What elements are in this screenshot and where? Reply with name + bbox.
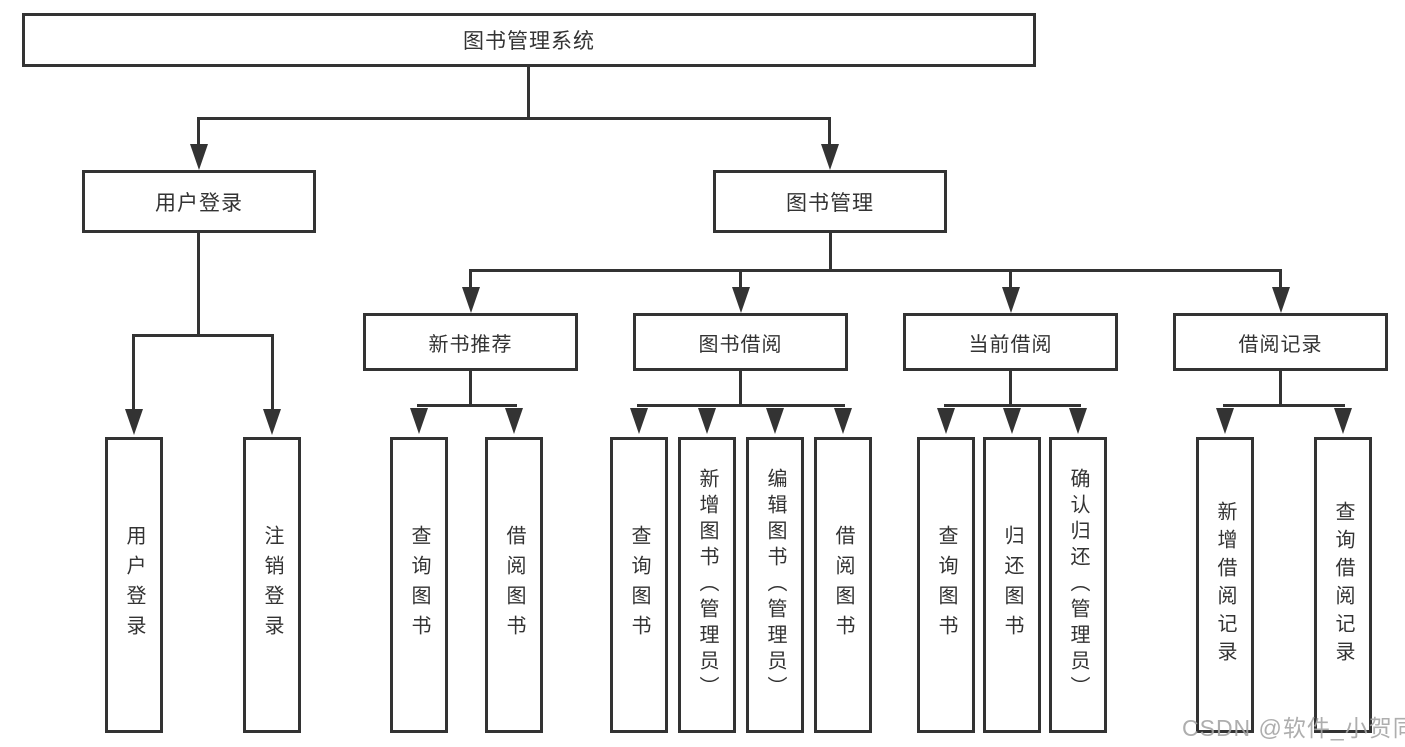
arrow-down-icon — [630, 408, 648, 434]
node-label: 图书管理 — [786, 191, 874, 215]
node-book-borrowing: 图书借阅 — [633, 313, 848, 371]
leaf-label: 确认归还（管理员） — [1067, 468, 1089, 702]
node-user-login: 用户登录 — [82, 170, 316, 233]
node-label: 图书管理系统 — [463, 30, 595, 53]
leaf-label: 查询图书 — [408, 525, 430, 645]
connector-line — [829, 233, 832, 271]
arrow-down-icon — [1334, 408, 1352, 434]
leaf-label: 用户登录 — [123, 525, 145, 645]
leaf-query-books: 查询图书 — [390, 437, 448, 733]
connector-line — [197, 117, 200, 146]
leaf-logout-login: 注销登录 — [243, 437, 301, 733]
leaf-query-books-3: 查询图书 — [917, 437, 975, 733]
node-book-management: 图书管理 — [713, 170, 947, 233]
leaf-label: 注销登录 — [261, 525, 283, 645]
connector-line — [1009, 269, 1012, 288]
leaf-label: 新增借阅记录 — [1214, 501, 1236, 669]
arrow-down-icon — [263, 409, 281, 435]
leaf-label: 编辑图书（管理员） — [764, 468, 786, 702]
connector-line — [739, 269, 742, 288]
node-label: 当前借阅 — [968, 333, 1053, 356]
leaf-label: 查询借阅记录 — [1332, 501, 1354, 669]
arrow-down-icon — [125, 409, 143, 435]
arrow-down-icon — [190, 144, 208, 170]
node-current-borrowing: 当前借阅 — [903, 313, 1118, 371]
leaf-confirm-return-admin: 确认归还（管理员） — [1049, 437, 1107, 733]
connector-line — [132, 334, 274, 337]
arrow-down-icon — [1002, 287, 1020, 313]
leaf-label: 借阅图书 — [832, 525, 854, 645]
leaf-return-books: 归还图书 — [983, 437, 1041, 733]
leaf-label: 归还图书 — [1001, 525, 1023, 645]
leaf-label: 新增图书（管理员） — [696, 468, 718, 702]
arrow-down-icon — [698, 408, 716, 434]
leaf-edit-books-admin: 编辑图书（管理员） — [746, 437, 804, 733]
connector-line — [417, 404, 517, 407]
connector-line — [469, 269, 472, 288]
connector-line — [197, 117, 831, 120]
arrow-down-icon — [732, 287, 750, 313]
arrow-down-icon — [410, 408, 428, 434]
arrow-down-icon — [937, 408, 955, 434]
leaf-query-books-2: 查询图书 — [610, 437, 668, 733]
leaf-label: 借阅图书 — [503, 525, 525, 645]
leaf-borrow-books: 借阅图书 — [485, 437, 543, 733]
connector-line — [1279, 269, 1282, 288]
connector-line — [828, 117, 831, 146]
node-label: 用户登录 — [155, 191, 243, 215]
arrow-down-icon — [1272, 287, 1290, 313]
connector-line — [469, 269, 1282, 272]
arrow-down-icon — [1216, 408, 1234, 434]
arrow-down-icon — [462, 287, 480, 313]
leaf-add-books-admin: 新增图书（管理员） — [678, 437, 736, 733]
arrow-down-icon — [834, 408, 852, 434]
connector-line — [944, 404, 1081, 407]
node-label: 新书推荐 — [428, 333, 513, 356]
arrow-down-icon — [505, 408, 523, 434]
connector-line — [469, 371, 472, 407]
node-label: 图书借阅 — [698, 333, 783, 356]
connector-line — [1279, 371, 1282, 407]
watermark-csdn: CSDN @软件_小贺同学 — [1182, 715, 1405, 741]
connector-line — [739, 371, 742, 407]
leaf-label: 查询图书 — [628, 525, 650, 645]
node-new-book-recommendation: 新书推荐 — [363, 313, 578, 371]
leaf-query-borrow-record: 查询借阅记录 — [1314, 437, 1372, 733]
node-borrowing-records: 借阅记录 — [1173, 313, 1388, 371]
leaf-user-login: 用户登录 — [105, 437, 163, 733]
connector-line — [1009, 371, 1012, 407]
connector-line — [132, 334, 135, 409]
leaf-borrow-books-2: 借阅图书 — [814, 437, 872, 733]
connector-line — [1223, 404, 1345, 407]
arrow-down-icon — [821, 144, 839, 170]
connector-line — [271, 334, 274, 409]
arrow-down-icon — [1003, 408, 1021, 434]
node-label: 借阅记录 — [1238, 333, 1323, 356]
connector-line — [637, 404, 845, 407]
connector-line — [527, 67, 530, 119]
arrow-down-icon — [1069, 408, 1087, 434]
connector-line — [197, 233, 200, 336]
arrow-down-icon — [766, 408, 784, 434]
leaf-add-borrow-record: 新增借阅记录 — [1196, 437, 1254, 733]
leaf-label: 查询图书 — [935, 525, 957, 645]
node-library-management-system: 图书管理系统 — [22, 13, 1036, 67]
